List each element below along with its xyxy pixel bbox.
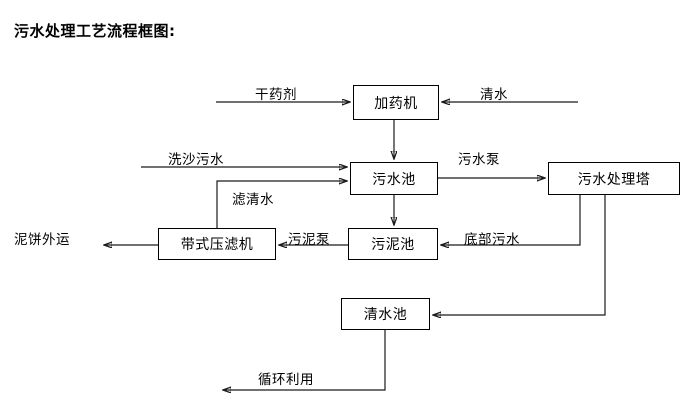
terminal-label-mud-cake-transport: 泥饼外运 bbox=[14, 232, 70, 248]
page-title: 污水处理工艺流程框图: bbox=[14, 22, 176, 40]
node-sludge-pool[interactable]: 污泥池 bbox=[348, 228, 438, 260]
edge-label-sewage-pump: 污水泵 bbox=[458, 152, 500, 168]
node-label: 清水池 bbox=[363, 307, 408, 323]
node-treatment-tower[interactable]: 污水处理塔 bbox=[548, 162, 680, 195]
terminal-label-dry-chemical: 干药剂 bbox=[255, 87, 297, 103]
edge-label-sand-washing-sewage: 洗沙污水 bbox=[168, 152, 224, 168]
node-dosing-machine[interactable]: 加药机 bbox=[353, 85, 439, 120]
node-label: 污水池 bbox=[372, 171, 416, 188]
node-clear-water-pool[interactable]: 清水池 bbox=[341, 298, 430, 330]
node-sewage-pool[interactable]: 污水池 bbox=[350, 162, 438, 195]
node-label: 带式压滤机 bbox=[180, 237, 254, 253]
edge-label-filtered-clear-water: 滤清水 bbox=[232, 192, 274, 208]
node-belt-filter-press[interactable]: 带式压滤机 bbox=[158, 228, 276, 260]
edge-label-sludge-pump: 污泥泵 bbox=[288, 232, 330, 248]
node-label: 加药机 bbox=[374, 95, 418, 112]
node-label: 污泥池 bbox=[371, 237, 415, 253]
edge-label-bottom-sewage: 底部污水 bbox=[464, 232, 520, 248]
edge-tower-to-clear-pool bbox=[433, 195, 606, 315]
edge-label-recycling-reuse: 循环利用 bbox=[258, 372, 314, 388]
terminal-label-clean-water: 清水 bbox=[480, 87, 508, 103]
node-label: 污水处理塔 bbox=[577, 171, 651, 188]
